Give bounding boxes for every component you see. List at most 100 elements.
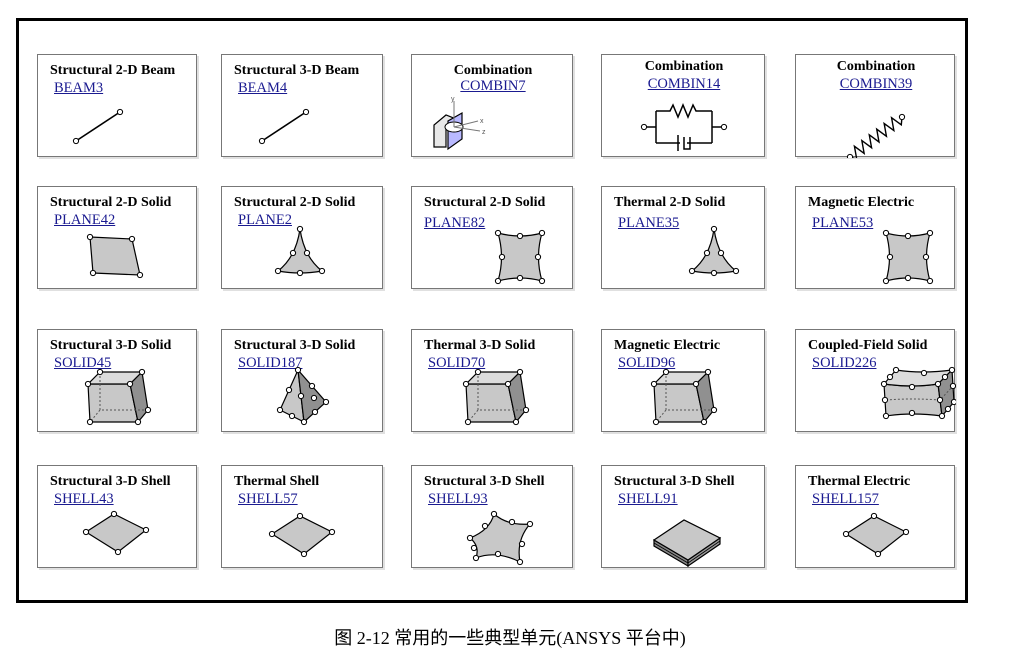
revolute-joint-icon: yxz [433, 96, 486, 151]
node-marker [522, 406, 530, 414]
element-category-label: Structural 3-D Shell [614, 474, 735, 489]
element-type-link[interactable]: SOLID96 [618, 355, 676, 371]
element-category-label: Structural 3-D Solid [50, 338, 172, 353]
element-category-label: Combination [644, 59, 724, 74]
node-marker [717, 249, 725, 257]
node-marker [134, 418, 142, 426]
node-marker [732, 267, 740, 275]
node-marker [126, 380, 134, 388]
node-marker [948, 366, 956, 374]
node-marker [941, 373, 949, 381]
node-marker [288, 412, 296, 420]
element-type-link[interactable]: BEAM3 [54, 80, 104, 96]
element-category-label: Thermal Electric [808, 474, 911, 489]
element-type-link[interactable]: SHELL57 [238, 491, 298, 507]
node-marker [880, 380, 888, 388]
tetra-10node-icon [276, 366, 330, 426]
node-marker [518, 540, 526, 548]
node-marker [318, 267, 326, 275]
quad-4node-icon [86, 233, 144, 279]
triangle-6node-icon [274, 225, 326, 277]
node-marker [538, 277, 546, 285]
element-category-label: Structural 3-D Shell [50, 474, 171, 489]
node-marker [934, 380, 942, 388]
element-type-link[interactable]: BEAM4 [238, 80, 288, 96]
node-marker [926, 277, 934, 285]
node-marker [700, 418, 708, 426]
figure-caption: 图 2-12 常用的一些典型单元(ANSYS 平台中) [334, 628, 686, 648]
node-marker [82, 528, 90, 536]
node-marker [904, 274, 912, 282]
node-marker [300, 418, 308, 426]
node-marker [142, 526, 150, 534]
nonlinear-spring-icon [846, 113, 906, 158]
element-type-link[interactable]: COMBIN7 [460, 78, 526, 94]
element-type-link[interactable]: SOLID187 [238, 355, 303, 371]
element-type-link[interactable]: PLANE53 [812, 215, 874, 231]
node-marker [296, 225, 304, 233]
node-marker [84, 380, 92, 388]
brick-8node-icon [84, 368, 152, 426]
element-type-link[interactable]: SOLID70 [428, 355, 486, 371]
node-marker [892, 366, 900, 374]
node-marker [481, 522, 489, 530]
element-category-label: Combination [836, 59, 916, 74]
node-marker [908, 383, 916, 391]
element-type-link[interactable]: SHELL43 [54, 491, 114, 507]
shell-8node-icon [466, 510, 534, 566]
shell-4node-icon [268, 512, 336, 558]
element-type-link[interactable]: SOLID45 [54, 355, 112, 371]
node-marker [886, 253, 894, 261]
node-marker [920, 369, 928, 377]
element-type-link[interactable]: SHELL157 [812, 491, 879, 507]
element-type-link[interactable]: SOLID226 [812, 355, 877, 371]
element-type-link[interactable]: COMBIN14 [647, 76, 721, 92]
node-marker [640, 123, 648, 131]
node-marker [874, 550, 882, 558]
node-marker [882, 277, 890, 285]
element-category-label: Thermal Shell [234, 474, 320, 489]
element-type-link[interactable]: PLANE42 [54, 212, 116, 228]
element-type-link[interactable]: SHELL93 [428, 491, 488, 507]
brick-8node-icon [650, 368, 718, 426]
node-marker [294, 366, 302, 374]
node-marker [950, 398, 956, 406]
element-type-link[interactable]: PLANE2 [238, 212, 292, 228]
node-marker [944, 405, 952, 413]
node-marker [842, 530, 850, 538]
node-marker [938, 412, 946, 420]
node-marker [300, 550, 308, 558]
element-type-link[interactable]: PLANE82 [424, 215, 486, 231]
element-type-link[interactable]: PLANE35 [618, 215, 680, 231]
element-category-label: Magnetic Electric [808, 195, 915, 210]
node-marker [926, 229, 934, 237]
node-marker [870, 512, 878, 520]
shell-4node-icon [842, 512, 910, 558]
node-marker [322, 398, 330, 406]
element-type-link[interactable]: COMBIN39 [839, 76, 913, 92]
node-marker [296, 269, 304, 277]
node-marker [303, 249, 311, 257]
node-marker [86, 233, 94, 241]
spring-damper-icon [640, 103, 728, 151]
node-marker [534, 253, 542, 261]
node-marker [710, 269, 718, 277]
node-marker [116, 108, 124, 116]
node-marker [138, 368, 146, 376]
element-type-link[interactable]: SHELL91 [618, 491, 678, 507]
element-category-label: Structural 3-D Beam [234, 63, 360, 78]
quad-8node-icon [494, 229, 546, 285]
node-marker [470, 544, 478, 552]
element-category-label: Structural 3-D Solid [234, 338, 356, 353]
node-marker [89, 269, 97, 277]
layered-shell-icon [652, 519, 722, 568]
